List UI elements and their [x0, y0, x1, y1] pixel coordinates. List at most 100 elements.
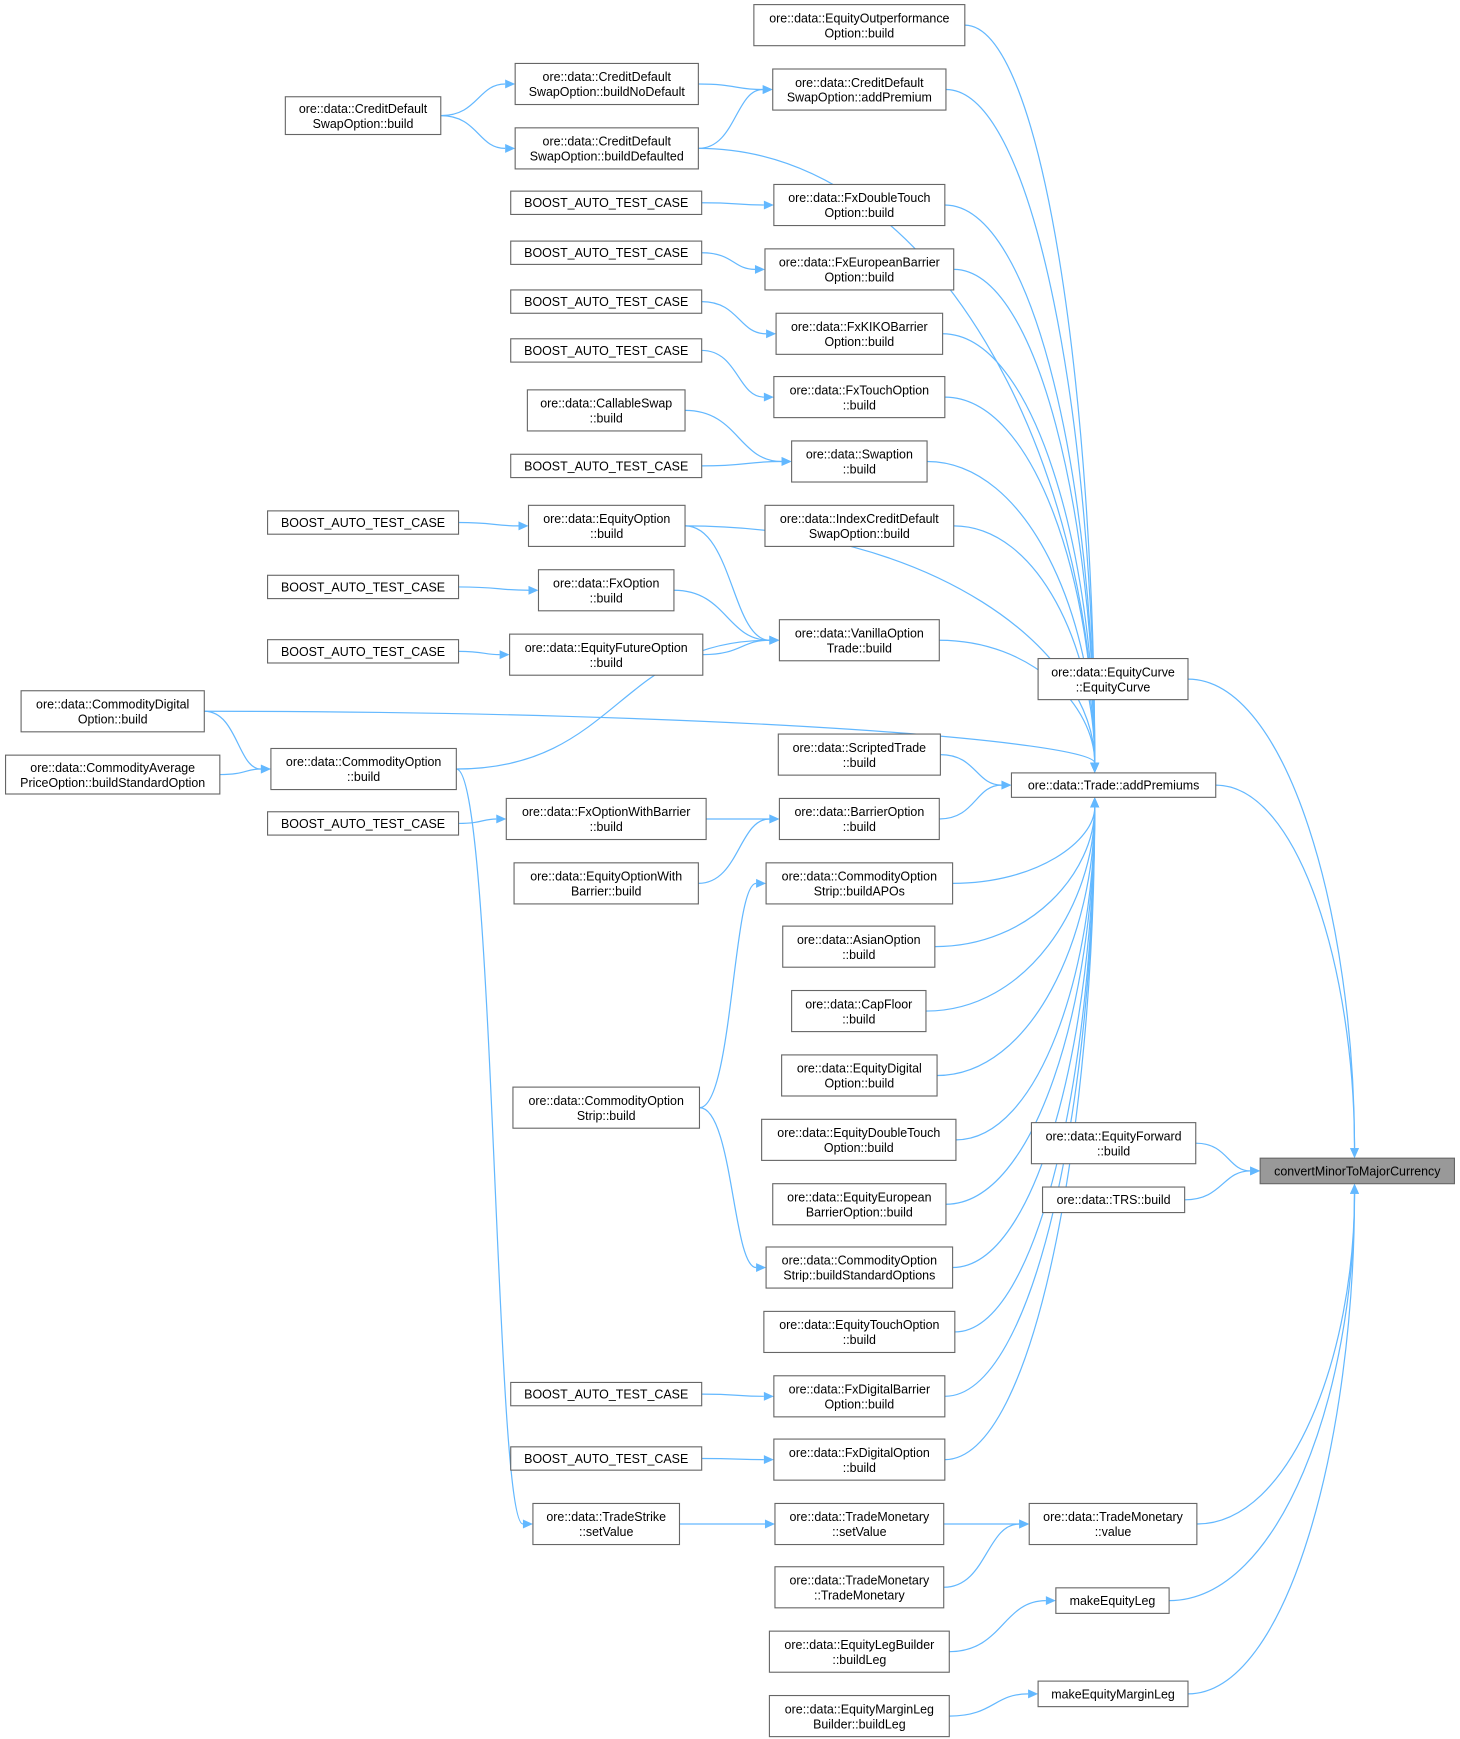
node-ore-data-trademonetary-value[interactable]: ore::data::TradeMonetary::value	[1028, 1502, 1198, 1546]
node-label: ::build	[590, 527, 623, 541]
node-boost-auto-test-case[interactable]: BOOST_AUTO_TEST_CASE	[510, 1446, 703, 1471]
node-ore-data-indexcreditdefault-swapoption-build[interactable]: ore::data::IndexCreditDefaultSwapOption:…	[764, 504, 955, 547]
node-label: SwapOption::buildDefaulted	[530, 150, 684, 164]
node-label: BOOST_AUTO_TEST_CASE	[524, 1452, 688, 1466]
arrowhead-icon	[763, 200, 774, 210]
node-ore-data-equitydoubletouch-option-build[interactable]: ore::data::EquityDoubleTouchOption::buil…	[761, 1118, 957, 1161]
node-ore-data-creditdefault-swapoption-addpremium[interactable]: ore::data::CreditDefaultSwapOption::addP…	[772, 68, 947, 111]
arrowhead-icon	[496, 814, 507, 824]
arrowhead-icon	[769, 814, 780, 824]
node-boost-auto-test-case[interactable]: BOOST_AUTO_TEST_CASE	[267, 574, 460, 600]
node-ore-data-equityeuropean-barrieroption-build[interactable]: ore::data::EquityEuropeanBarrierOption::…	[772, 1183, 947, 1226]
node-ore-data-tradestrike-setvalue[interactable]: ore::data::TradeStrike::setValue	[532, 1502, 681, 1546]
node-label: Option::build	[824, 1141, 894, 1155]
node-ore-data-callableswap-build[interactable]: ore::data::CallableSwap::build	[526, 389, 686, 432]
node-boost-auto-test-case[interactable]: BOOST_AUTO_TEST_CASE	[267, 639, 460, 664]
node-box	[775, 312, 944, 355]
node-box	[1259, 1157, 1456, 1185]
node-ore-data-equitymarginleg-builder-buildleg[interactable]: ore::data::EquityMarginLegBuilder::build…	[768, 1694, 950, 1738]
node-box	[510, 289, 703, 314]
node-label: ore::data::Swaption	[806, 448, 913, 462]
arrowhead-icon	[522, 1519, 533, 1529]
node-ore-data-creditdefault-swapoption-builddefaulted[interactable]: ore::data::CreditDefaultSwapOption::buil…	[514, 127, 699, 170]
node-ore-data-trade-addpremiums[interactable]: ore::data::Trade::addPremiums	[1010, 772, 1217, 798]
node-ore-data-fxoption-build[interactable]: ore::data::FxOption::build	[537, 569, 675, 612]
node-ore-data-equityoutperformance-option-build[interactable]: ore::data::EquityOutperformanceOption::b…	[753, 4, 966, 47]
node-ore-data-barrieroption-build[interactable]: ore::data::BarrierOption::build	[778, 797, 940, 841]
node-ore-data-fxtouchoption-build[interactable]: ore::data::FxTouchOption::build	[773, 375, 946, 419]
node-ore-data-swaption-build[interactable]: ore::data::Swaption::build	[791, 440, 928, 483]
node-label: ore::data::CallableSwap	[540, 397, 672, 411]
node-ore-data-trs-build[interactable]: ore::data::TRS::build	[1041, 1186, 1186, 1214]
node-box	[270, 747, 457, 791]
node-ore-data-capfloor-build[interactable]: ore::data::CapFloor::build	[791, 989, 927, 1033]
node-ore-data-fxeuropeanbarrier-option-build[interactable]: ore::data::FxEuropeanBarrierOption::buil…	[764, 248, 955, 291]
arrowhead-icon	[1090, 762, 1100, 773]
node-ore-data-equityfutureoption-build[interactable]: ore::data::EquityFutureOption::build	[509, 633, 704, 676]
node-box	[510, 1381, 703, 1407]
node-box	[781, 1054, 938, 1097]
call-edge	[458, 818, 497, 825]
node-box	[768, 1694, 950, 1738]
node-label: convertMinorToMajorCurrency	[1274, 1164, 1441, 1178]
node-box	[778, 797, 940, 841]
node-ore-data-fxdigitaloption-build[interactable]: ore::data::FxDigitalOption::build	[773, 1438, 946, 1481]
node-makeequityleg[interactable]: makeEquityLeg	[1055, 1587, 1170, 1614]
node-ore-data-commodityaverage-priceoption-buildstandardoption[interactable]: ore::data::CommodityAveragePriceOption::…	[4, 754, 221, 795]
call-edge	[685, 525, 770, 641]
call-edge	[699, 1107, 757, 1269]
node-ore-data-creditdefault-swapoption-buildnodefault[interactable]: ore::data::CreditDefaultSwapOption::buil…	[514, 62, 699, 106]
node-boost-auto-test-case[interactable]: BOOST_AUTO_TEST_CASE	[267, 510, 460, 535]
node-ore-data-commodityoption-strip-buildstandardoptions[interactable]: ore::data::CommodityOptionStrip::buildSt…	[765, 1246, 954, 1289]
arrowhead-icon	[1001, 780, 1012, 790]
node-boost-auto-test-case[interactable]: BOOST_AUTO_TEST_CASE	[267, 811, 460, 836]
node-ore-data-commodityoption-strip-buildapos[interactable]: ore::data::CommodityOptionStrip::buildAP…	[765, 862, 954, 905]
node-ore-data-commodityoption-build[interactable]: ore::data::CommodityOption::build	[270, 747, 457, 791]
call-edge	[1184, 1170, 1251, 1201]
node-ore-data-equityforward-build[interactable]: ore::data::EquityForward::build	[1030, 1122, 1197, 1165]
node-ore-data-asianoption-build[interactable]: ore::data::AsianOption::build	[782, 925, 936, 968]
call-edge	[699, 882, 757, 1109]
node-boost-auto-test-case[interactable]: BOOST_AUTO_TEST_CASE	[510, 240, 703, 265]
node-label: ore::data::EquityMarginLeg	[785, 1702, 934, 1716]
node-label: ::build	[590, 820, 623, 834]
node-label: ore::data::CapFloor	[805, 997, 912, 1011]
call-edge	[939, 784, 1002, 820]
node-box	[510, 190, 703, 215]
node-ore-data-trademonetary-setvalue[interactable]: ore::data::TradeMonetary::setValue	[774, 1502, 945, 1546]
node-ore-data-equitytouchoption-build[interactable]: ore::data::EquityTouchOption::build	[763, 1310, 956, 1354]
node-label: ore::data::EquityTouchOption	[779, 1318, 939, 1332]
node-boost-auto-test-case[interactable]: BOOST_AUTO_TEST_CASE	[510, 190, 703, 215]
node-ore-data-scriptedtrade-build[interactable]: ore::data::ScriptedTrade::build	[777, 733, 941, 776]
call-edge	[1187, 678, 1356, 1149]
node-label: ore::data::BarrierOption	[794, 805, 924, 819]
node-box	[782, 925, 936, 968]
node-ore-data-trademonetary-trademonetary[interactable]: ore::data::TradeMonetary::TradeMonetary	[774, 1566, 945, 1609]
node-boost-auto-test-case[interactable]: BOOST_AUTO_TEST_CASE	[510, 1381, 703, 1407]
node-ore-data-equitycurve-equitycurve[interactable]: ore::data::EquityCurve::EquityCurve	[1037, 657, 1189, 701]
node-label: ore::data::TRS::build	[1057, 1193, 1171, 1207]
node-label: ::build	[842, 1012, 875, 1026]
node-makeequitymarginleg[interactable]: makeEquityMarginLeg	[1037, 1680, 1189, 1708]
node-label: ore::data::CommodityOption	[286, 755, 441, 769]
node-ore-data-creditdefault-swapoption-build[interactable]: ore::data::CreditDefaultSwapOption::buil…	[284, 96, 442, 136]
node-ore-data-equityoption-build[interactable]: ore::data::EquityOption::build	[527, 504, 686, 547]
node-ore-data-equitylegbuilder-buildleg[interactable]: ore::data::EquityLegBuilder::buildLeg	[768, 1630, 950, 1673]
node-box	[764, 504, 955, 547]
node-convertminortomajorcurrency[interactable]: convertMinorToMajorCurrency	[1259, 1157, 1456, 1185]
call-edge	[701, 1457, 764, 1461]
node-boost-auto-test-case[interactable]: BOOST_AUTO_TEST_CASE	[510, 453, 703, 479]
node-boost-auto-test-case[interactable]: BOOST_AUTO_TEST_CASE	[510, 338, 703, 363]
node-ore-data-equityoptionwith-barrier-build[interactable]: ore::data::EquityOptionWithBarrier::buil…	[513, 862, 699, 905]
node-label: BOOST_AUTO_TEST_CASE	[524, 1388, 688, 1402]
node-boost-auto-test-case[interactable]: BOOST_AUTO_TEST_CASE	[510, 289, 703, 314]
arrowhead-icon	[756, 1263, 767, 1272]
node-ore-data-fxoptionwithbarrier-build[interactable]: ore::data::FxOptionWithBarrier::build	[505, 797, 707, 841]
